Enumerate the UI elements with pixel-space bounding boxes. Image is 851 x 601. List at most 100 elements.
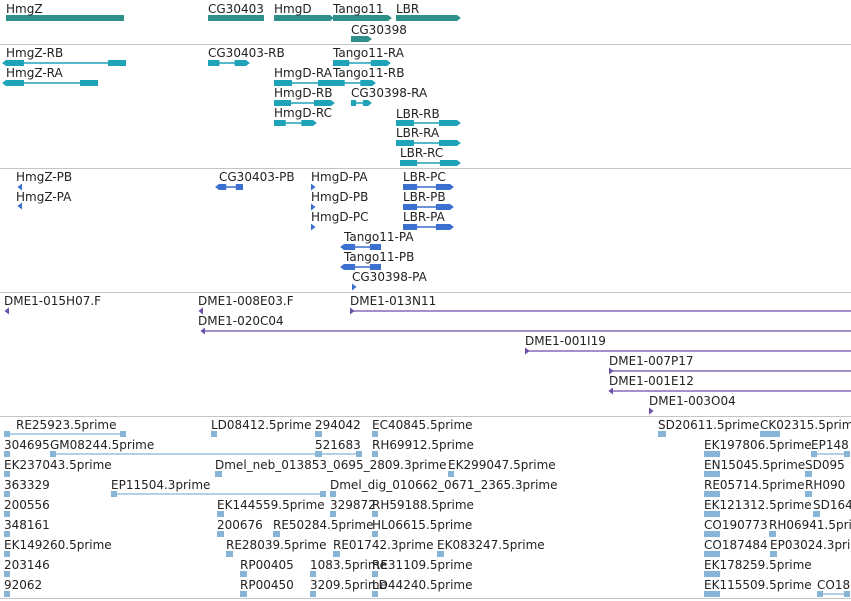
protein-feature-label[interactable]: HmgZ-PA [16, 190, 72, 204]
est-feature-label[interactable]: RE05714.5prime [704, 478, 805, 492]
est-glyph[interactable] [4, 571, 10, 577]
est-feature-label[interactable]: EP03024.3prime [770, 538, 851, 552]
protein-feature-label[interactable]: HmgD-PC [311, 210, 369, 224]
est-glyph[interactable] [760, 431, 780, 437]
est-glyph[interactable] [813, 511, 820, 517]
protein-feature-label[interactable]: HmgZ-PB [16, 170, 73, 184]
est-feature-label[interactable]: 329872 [330, 498, 376, 512]
est-glyph[interactable] [448, 471, 454, 477]
transcript-feature-label[interactable]: Tango11-RB [333, 66, 405, 80]
est-feature-label[interactable]: CO190773 [704, 518, 768, 532]
clone-feature-label[interactable]: DME1-013N11 [350, 294, 437, 308]
est-feature-label[interactable]: EK299047.5prime [448, 458, 556, 472]
est-glyph[interactable] [372, 591, 378, 597]
est-feature-label[interactable]: CO187484 [704, 538, 768, 552]
est-glyph[interactable] [4, 551, 10, 557]
clone-feature-label[interactable]: DME1-001I19 [525, 334, 606, 348]
est-feature-label[interactable]: 304695 [4, 438, 50, 452]
protein-feature-label[interactable]: LBR-PB [403, 190, 446, 204]
transcript-glyph[interactable] [396, 120, 461, 126]
est-glyph[interactable] [805, 471, 812, 477]
est-feature-label[interactable]: SD095 [805, 458, 845, 472]
est-glyph[interactable] [817, 591, 850, 597]
protein-glyph[interactable] [17, 202, 22, 210]
est-glyph[interactable] [226, 551, 233, 557]
est-feature-label[interactable]: EK237043.5prime [4, 458, 112, 472]
protein-feature-label[interactable]: HmgD-PB [311, 190, 369, 204]
transcript-glyph[interactable] [333, 60, 391, 66]
transcript-glyph[interactable] [351, 100, 372, 106]
transcript-feature-label[interactable]: HmgZ-RB [6, 46, 64, 60]
est-glyph[interactable] [704, 571, 720, 577]
est-glyph[interactable] [437, 551, 444, 557]
protein-glyph[interactable] [352, 283, 357, 291]
est-feature-label[interactable]: 3209.5prime [310, 578, 387, 592]
est-glyph[interactable] [333, 551, 340, 557]
clone-feature-label[interactable]: DME1-015H07.F [4, 294, 102, 308]
gene-feature-label[interactable]: Tango11 [333, 2, 384, 16]
est-glyph[interactable] [217, 531, 224, 537]
est-glyph[interactable] [4, 511, 10, 517]
est-feature-label[interactable]: SD164 [813, 498, 851, 512]
clone-feature-label[interactable]: DME1-003O04 [649, 394, 736, 408]
protein-feature-label[interactable]: Tango11-PB [344, 250, 415, 264]
est-feature-label[interactable]: Dmel_neb_013853_0695_2809.3prime [215, 458, 447, 472]
protein-glyph[interactable] [340, 264, 381, 270]
transcript-feature-label[interactable]: LBR-RC [400, 146, 444, 160]
est-glyph[interactable] [704, 471, 720, 477]
est-feature-label[interactable]: EK197806.5prime [704, 438, 812, 452]
protein-feature-label[interactable]: HmgD-PA [311, 170, 368, 184]
est-glyph[interactable] [372, 431, 378, 437]
gene-glyph[interactable] [351, 36, 372, 42]
transcript-feature-label[interactable]: HmgD-RB [274, 86, 333, 100]
est-feature-label[interactable]: EK178259.5prime [704, 558, 812, 572]
est-feature-label[interactable]: 200676 [217, 518, 263, 532]
est-feature-label[interactable]: EP11504.3prime [111, 478, 211, 492]
clone-feature-label[interactable]: DME1-001E12 [609, 374, 694, 388]
est-glyph[interactable] [704, 551, 720, 557]
est-feature-label[interactable]: 203146 [4, 558, 50, 572]
transcript-glyph[interactable] [2, 60, 126, 66]
est-glyph[interactable] [4, 531, 10, 537]
est-feature-label[interactable]: SD20611.5prime [658, 418, 760, 432]
gene-feature-label[interactable]: CG30403 [208, 2, 264, 16]
est-feature-label[interactable]: LD08412.5prime [211, 418, 312, 432]
est-feature-label[interactable]: 348161 [4, 518, 50, 532]
transcript-glyph[interactable] [208, 60, 250, 66]
clone-feature-label[interactable]: DME1-008E03.F [198, 294, 294, 308]
est-glyph[interactable] [215, 471, 222, 477]
protein-glyph[interactable] [311, 203, 316, 211]
transcript-feature-label[interactable]: LBR-RB [396, 107, 440, 121]
gene-feature-label[interactable]: HmgD [274, 2, 312, 16]
est-glyph[interactable] [4, 431, 126, 437]
transcript-glyph[interactable] [333, 80, 376, 86]
est-feature-label[interactable]: 363329 [4, 478, 50, 492]
gene-glyph[interactable] [396, 15, 461, 21]
est-feature-label[interactable]: RE31109.5prime [372, 558, 473, 572]
transcript-glyph[interactable] [400, 160, 461, 166]
gene-glyph[interactable] [274, 15, 334, 21]
est-feature-label[interactable]: EK121312.5prime [704, 498, 812, 512]
est-feature-label[interactable]: 200556 [4, 498, 50, 512]
est-feature-label[interactable]: HL06615.5prime [372, 518, 473, 532]
est-feature-label[interactable]: EN15045.5prime [704, 458, 806, 472]
protein-feature-label[interactable]: Tango11-PA [344, 230, 414, 244]
est-feature-label[interactable]: RE50284.5prime [273, 518, 374, 532]
est-glyph[interactable] [811, 451, 850, 457]
protein-feature-label[interactable]: CG30403-PB [219, 170, 295, 184]
clone-glyph[interactable] [198, 307, 203, 315]
clone-feature-label[interactable]: DME1-020C04 [198, 314, 284, 328]
est-glyph[interactable] [372, 531, 378, 537]
est-feature-label[interactable]: 92062 [4, 578, 43, 592]
protein-glyph[interactable] [403, 224, 454, 230]
clone-glyph[interactable] [200, 327, 851, 335]
est-glyph[interactable] [770, 551, 777, 557]
est-feature-label[interactable]: RH69912.5prime [372, 438, 474, 452]
est-feature-label[interactable]: EK083247.5prime [437, 538, 545, 552]
est-feature-label[interactable]: RE25923.5prime [16, 418, 117, 432]
gene-feature-label[interactable]: CG30398 [351, 23, 407, 37]
protein-feature-label[interactable]: LBR-PA [403, 210, 445, 224]
protein-glyph[interactable] [17, 183, 22, 191]
est-glyph[interactable] [273, 531, 280, 537]
est-feature-label[interactable]: RP00405 [240, 558, 294, 572]
